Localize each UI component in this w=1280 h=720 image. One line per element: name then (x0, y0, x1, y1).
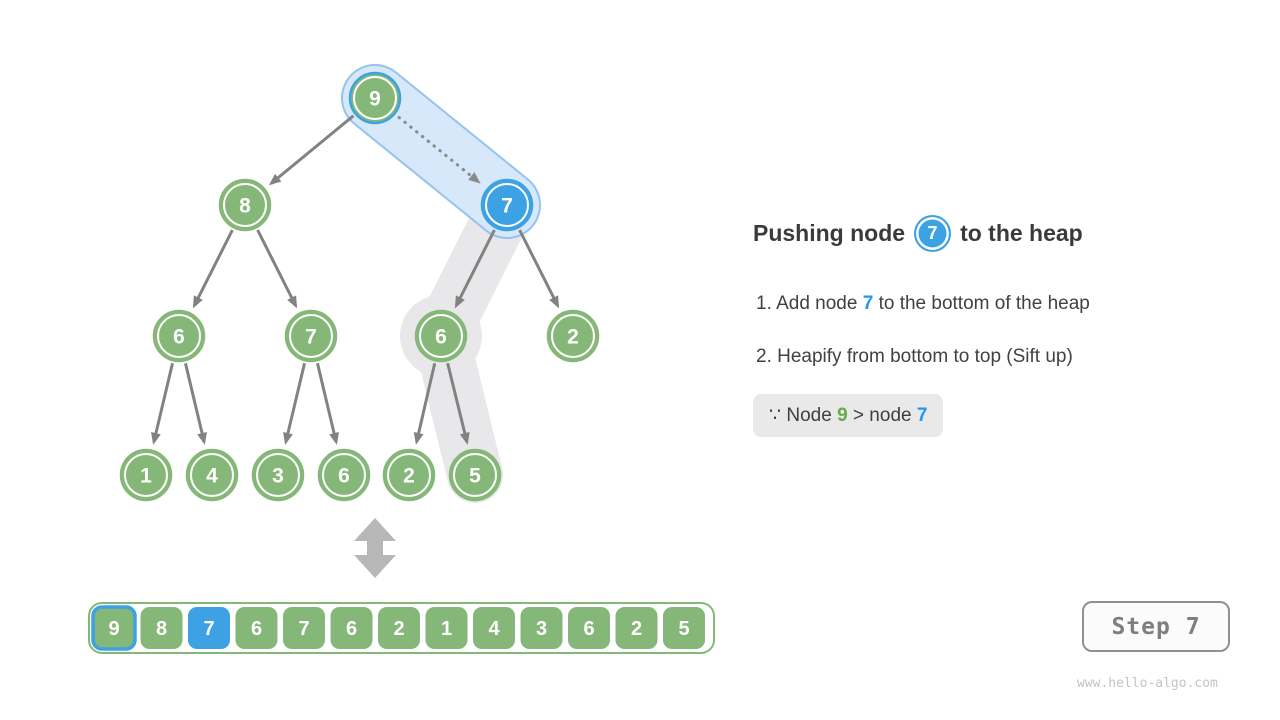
tree-edge (413, 362, 437, 445)
svg-text:5: 5 (469, 465, 481, 488)
pushed-node-badge: 7 (914, 214, 952, 252)
tree-edge (454, 229, 496, 309)
svg-text:5: 5 (678, 618, 689, 640)
tree-edge (268, 114, 355, 186)
svg-text:8: 8 (156, 618, 167, 640)
tree-node-2: 2 (382, 448, 436, 502)
svg-text:2: 2 (631, 618, 642, 640)
array-cell: 9 (91, 605, 137, 651)
compare-dotted-arrow (397, 116, 481, 184)
tree-node-8: 8 (218, 178, 272, 232)
svg-text:1: 1 (441, 618, 452, 640)
array-cell: 6 (235, 607, 278, 649)
tree-node-4: 4 (185, 448, 239, 502)
svg-text:3: 3 (536, 618, 547, 640)
svg-text:4: 4 (488, 618, 500, 640)
svg-text:9: 9 (369, 88, 381, 111)
tree-node-7: 7 (480, 178, 534, 232)
tree-edge (518, 229, 560, 309)
step-indicator-button[interactable]: Step 7 (1082, 601, 1230, 652)
tree-edge (446, 362, 470, 445)
array-cell: 3 (520, 607, 563, 649)
svg-text:6: 6 (251, 618, 262, 640)
svg-text:9: 9 (108, 618, 119, 640)
tree-edge (192, 229, 234, 309)
tree-edge (256, 229, 298, 309)
array-cell: 1 (425, 607, 468, 649)
svg-text:2: 2 (567, 326, 579, 349)
tree-edges (151, 114, 560, 445)
svg-text:7: 7 (305, 326, 317, 349)
tree-node-6: 6 (152, 309, 206, 363)
svg-text:6: 6 (435, 326, 447, 349)
svg-text:2: 2 (403, 465, 415, 488)
tree-edge (316, 362, 339, 445)
svg-text:4: 4 (206, 465, 218, 488)
array-cell: 6 (568, 607, 610, 649)
array-cell: 5 (663, 607, 705, 649)
svg-text:7: 7 (298, 618, 309, 640)
svg-text:7: 7 (203, 618, 214, 640)
heap-diagram-canvas: 9 8 7 6 7 6 2 1 4 3 6 2 5 9 8 7 6 7 6 2 1 4 3 6 2 5 (88, 64, 715, 654)
array-cell: 7 (188, 607, 230, 649)
svg-text:1: 1 (140, 465, 152, 488)
svg-text:6: 6 (346, 618, 357, 640)
svg-text:2: 2 (393, 618, 404, 640)
array-cell: 7 (283, 607, 325, 649)
heap-array: 9 8 7 6 7 6 2 1 4 3 6 2 5 (88, 602, 715, 654)
instruction-step-2: 2. Heapify from bottom to top (Sift up) (756, 346, 1073, 367)
tree-edge (184, 362, 207, 445)
tree-node-6: 6 (414, 309, 468, 363)
array-cell: 6 (330, 607, 373, 649)
tree-node-2: 2 (546, 309, 600, 363)
svg-text:6: 6 (338, 465, 350, 488)
tree-edge (283, 362, 306, 445)
swap-arrow-icon (354, 518, 396, 578)
tree-node-5: 5 (448, 448, 502, 502)
step-indicator-label: Step 7 (1111, 613, 1201, 640)
comparison-note: ∵ Node 9 > node 7 (753, 394, 944, 437)
tree-node-7: 7 (284, 309, 338, 363)
tree-node-6: 6 (317, 448, 371, 502)
svg-text:6: 6 (583, 618, 594, 640)
array-cell: 2 (378, 607, 420, 649)
tree-node-9: 9 (348, 71, 402, 125)
array-cell: 8 (140, 607, 183, 649)
svg-text:3: 3 (272, 465, 284, 488)
svg-text:8: 8 (239, 195, 251, 218)
tree-edge (151, 362, 174, 445)
array-cell: 4 (473, 607, 515, 649)
instruction-step-1: 1. Add node 7 to the bottom of the heap (756, 293, 1090, 314)
tree-node-3: 3 (251, 448, 305, 502)
watermark-text: www.hello-algo.com (1077, 676, 1218, 691)
tree-node-1: 1 (119, 448, 173, 502)
svg-text:6: 6 (173, 326, 185, 349)
array-cell: 2 (615, 607, 658, 649)
highlight-capsules (341, 64, 541, 503)
svg-text:7: 7 (501, 195, 513, 218)
tree-nodes: 9 8 7 6 7 6 2 1 4 3 6 2 5 (119, 71, 600, 502)
